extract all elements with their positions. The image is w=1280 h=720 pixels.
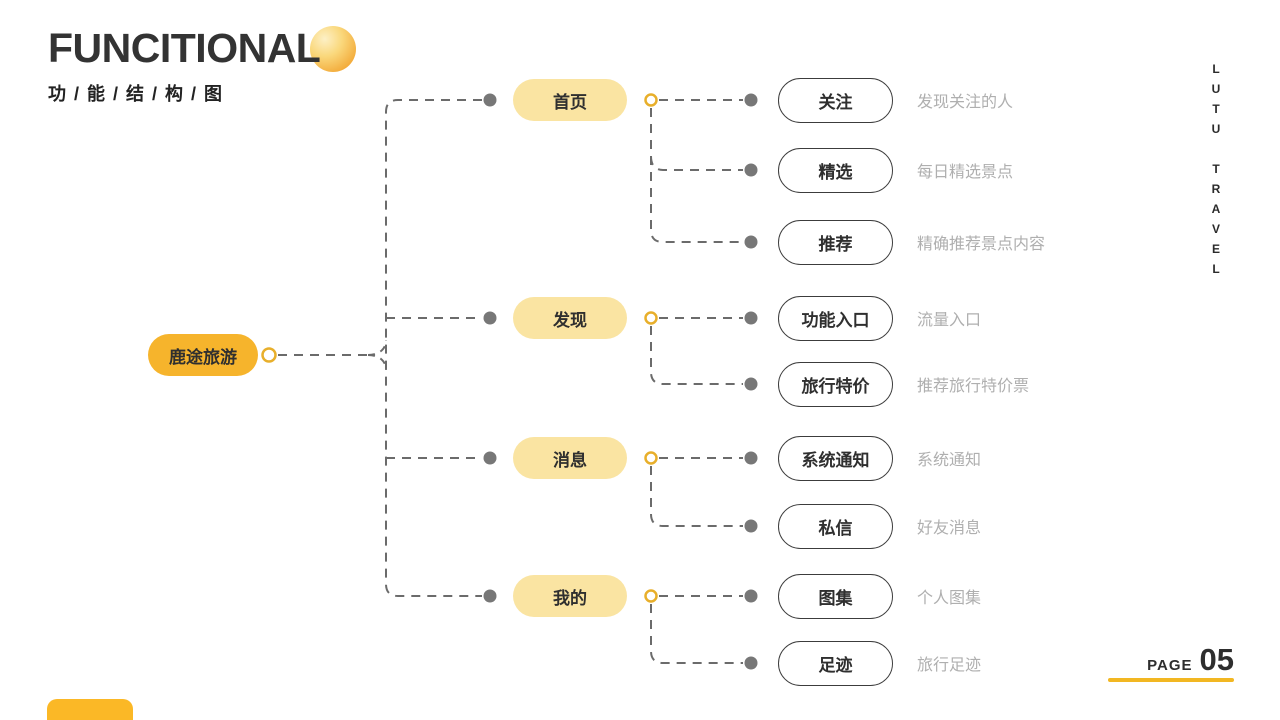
tree-branch-home: 首页	[513, 79, 627, 121]
tree-leaf-notifications: 系统通知	[778, 436, 893, 481]
leaf-description: 每日精选景点	[917, 164, 1014, 181]
page-subtitle: 功 / 能 / 结 / 构 / 图	[48, 84, 224, 104]
tree-leaf-recommend: 推荐	[778, 220, 893, 265]
tree-leaf-private-msg: 私信	[778, 504, 893, 549]
leaf-description: 精确推荐景点内容	[917, 236, 1046, 253]
tree-leaf-follow: 关注	[778, 78, 893, 123]
leaf-description: 旅行足迹	[917, 657, 982, 674]
tree-leaf-featured: 精选	[778, 148, 893, 193]
leaf-description: 发现关注的人	[917, 94, 1014, 111]
tree-root-node: 鹿途旅游	[148, 334, 258, 376]
page-underline-decoration	[1108, 678, 1234, 682]
connector-end-dots	[483, 93, 758, 670]
page-footer: PAGE 05	[1108, 644, 1234, 682]
page-label: PAGE	[1147, 657, 1193, 674]
title-ball-decoration	[310, 26, 356, 72]
leaf-description: 个人图集	[917, 590, 982, 607]
leaf-description: 推荐旅行特价票	[917, 378, 1030, 395]
page-number: 05	[1199, 642, 1234, 677]
dashed-connectors	[278, 99, 743, 664]
page-title: FUNCITIONAL	[48, 25, 321, 71]
leaf-description: 好友消息	[917, 520, 982, 537]
tree-branch-mine: 我的	[513, 575, 627, 617]
tree-branch-messages: 消息	[513, 437, 627, 479]
corner-tab-decoration	[47, 699, 133, 720]
tree-leaf-entry: 功能入口	[778, 296, 893, 341]
tree-leaf-deals: 旅行特价	[778, 362, 893, 407]
header: FUNCITIONAL 功 / 能 / 结 / 构 / 图	[48, 25, 356, 106]
tree-leaf-footprints: 足迹	[778, 641, 893, 686]
leaf-description: 系统通知	[917, 452, 982, 469]
brand-vertical-label: LUTU TRAVEL	[1209, 62, 1223, 282]
tree-branch-discover: 发现	[513, 297, 627, 339]
leaf-description: 流量入口	[917, 312, 982, 329]
branch-rings	[261, 93, 658, 603]
tree-leaf-albums: 图集	[778, 574, 893, 619]
